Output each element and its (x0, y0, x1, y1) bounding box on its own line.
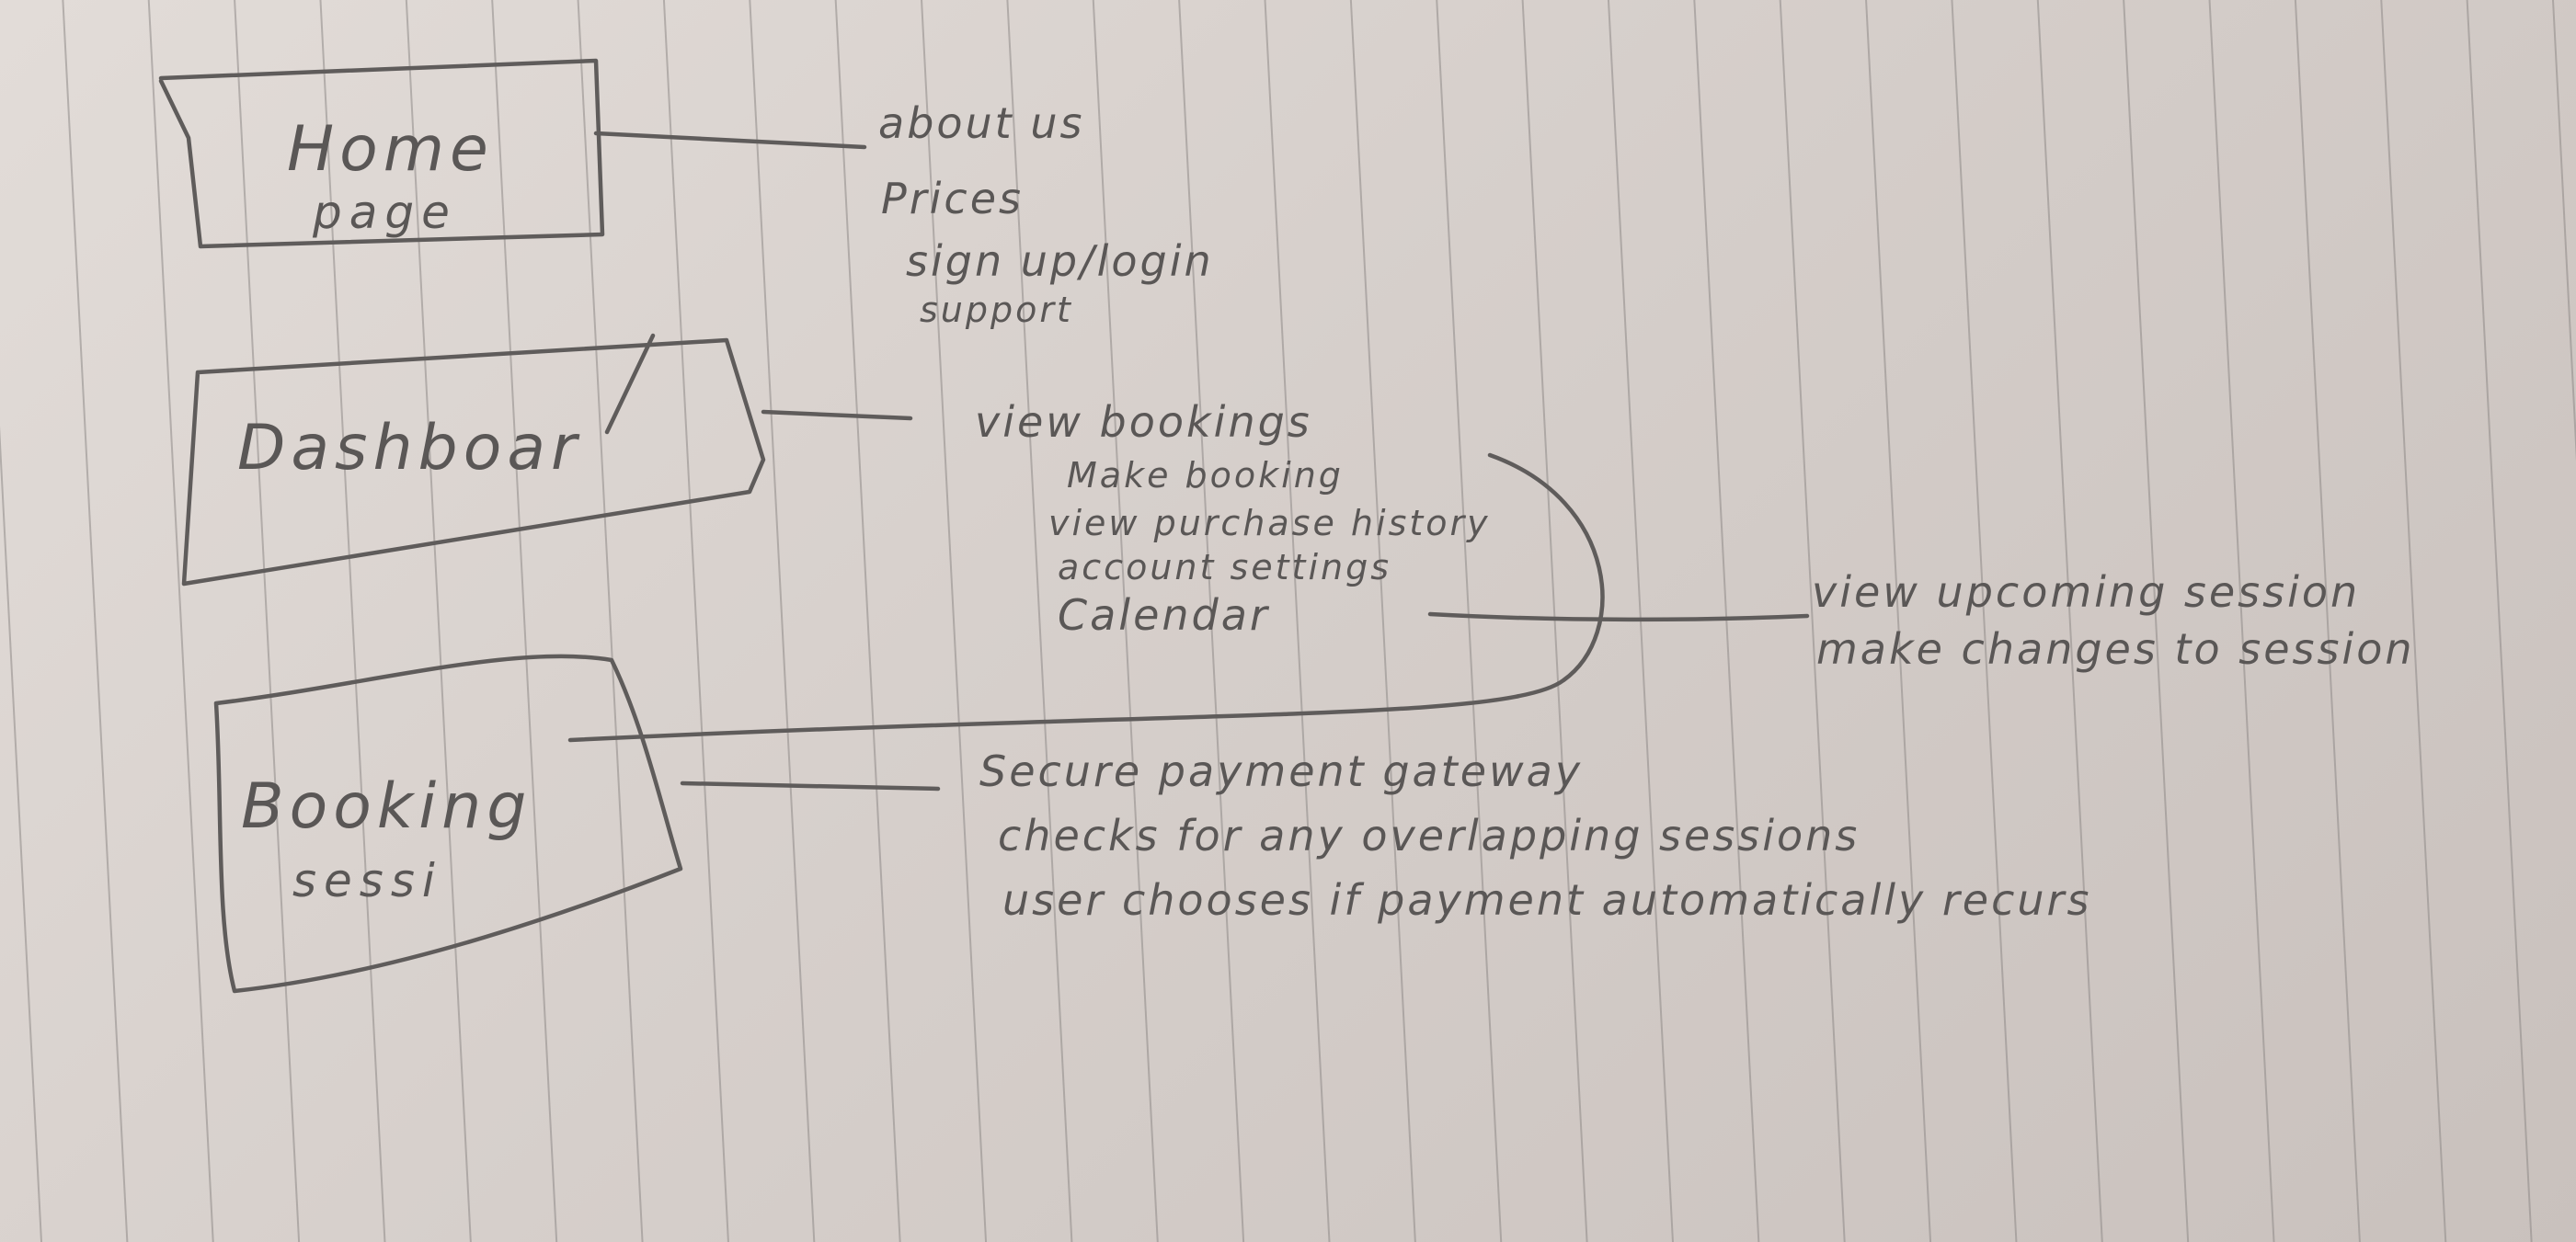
ruled-line (491, 0, 558, 1242)
list-item: support (920, 290, 1073, 330)
booking-session-feature-list: Secure payment gateway checks for any ov… (979, 746, 2091, 925)
ruled-line (1865, 0, 1932, 1242)
ruled-line (662, 0, 729, 1242)
ruled-line (234, 0, 301, 1242)
home-page-subtitle: page (312, 186, 457, 239)
ruled-line (834, 0, 901, 1242)
ruled-line (2208, 0, 2275, 1242)
ruled-line (319, 0, 386, 1242)
ruled-line (2294, 0, 2361, 1242)
ruled-line (577, 0, 644, 1242)
calendar-connector-line (1427, 611, 1810, 622)
ruled-line (1006, 0, 1073, 1242)
list-item: sign up/login (906, 236, 1214, 286)
home-page-feature-list: about us Prices sign up/login support (878, 98, 1214, 330)
dashboard-box (181, 337, 766, 587)
dashboard-feature-list: view bookings Make booking view purchase… (975, 397, 1491, 640)
list-item: Make booking (1067, 455, 1344, 496)
ruled-line (2552, 0, 2576, 461)
calendar-feature-list: view upcoming session make changes to se… (1812, 567, 2415, 674)
dashboard-connector-line (761, 409, 913, 421)
home-page-title: Home (287, 113, 494, 186)
home-connector-line (593, 131, 867, 150)
list-item: view bookings (975, 397, 1312, 447)
ruled-line (1092, 0, 1159, 1242)
list-item: make changes to session (1816, 624, 2415, 674)
booking-session-title: Booking (241, 770, 532, 843)
list-item: user chooses if payment automatically re… (1002, 875, 2091, 925)
dashboard-bracket-curve (567, 452, 1605, 743)
ruled-line (1951, 0, 2018, 1242)
ruled-line (1264, 0, 1331, 1242)
ruled-line (1693, 0, 1760, 1242)
list-item: view purchase history (1048, 503, 1491, 543)
ruled-line (1521, 0, 1588, 1242)
list-item: Calendar (1058, 590, 1270, 640)
ruled-line (0, 426, 42, 1242)
list-item: about us (878, 98, 1084, 148)
booking-session-subtitle: sessi (292, 854, 442, 907)
ruled-line (62, 0, 129, 1242)
ruled-line (749, 0, 816, 1242)
ruled-line (1436, 0, 1503, 1242)
list-item: Prices (881, 174, 1024, 223)
list-item: checks for any overlapping sessions (998, 811, 1860, 860)
list-item: account settings (1058, 547, 1391, 587)
list-item: view upcoming session (1812, 567, 2360, 617)
dashboard-title: Dashboar (237, 412, 582, 484)
dashboard-box-flap (604, 333, 656, 435)
booking-connector-line (680, 781, 941, 792)
ruled-line (1349, 0, 1416, 1242)
ruled-line (2380, 0, 2447, 1242)
ruled-line (1779, 0, 1846, 1242)
booking-session-box (213, 654, 683, 994)
ruled-line (2036, 0, 2103, 1242)
ruled-line (405, 0, 472, 1242)
home-page-box (158, 58, 605, 249)
list-item: Secure payment gateway (979, 746, 1583, 796)
ruled-line (147, 0, 214, 1242)
ruled-line (921, 0, 988, 1242)
ruled-line (1178, 0, 1245, 1242)
ruled-line (2466, 0, 2533, 1242)
ruled-line (2123, 0, 2190, 1242)
